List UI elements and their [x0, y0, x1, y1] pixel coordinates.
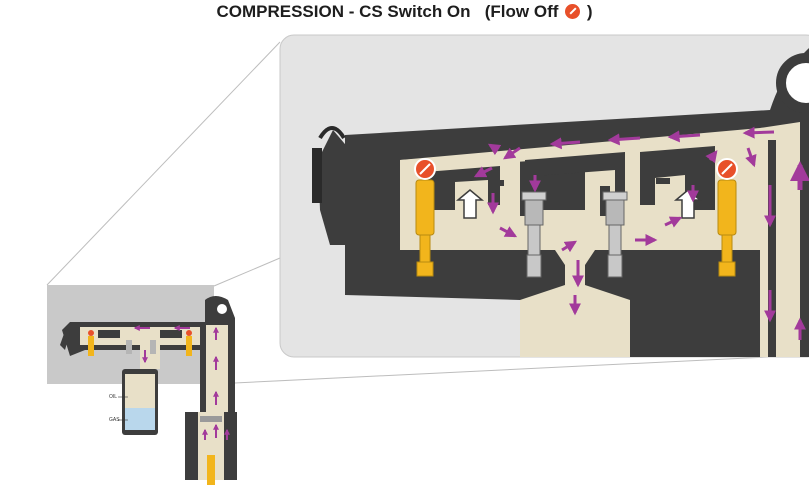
right-adjuster [716, 158, 738, 277]
left-adjuster [414, 158, 436, 277]
right-needle-valve [602, 191, 628, 278]
left-needle-valve [521, 191, 547, 278]
gas-label: GAS [109, 417, 120, 423]
oil-label: OIL [109, 394, 118, 400]
page-title: COMPRESSION - CS Switch On (Flow Off ) [0, 0, 809, 24]
title-prefix: COMPRESSION - CS Switch On [216, 2, 471, 21]
overview-shock [47, 285, 237, 485]
flow-off-icon [565, 4, 581, 19]
flow-arrows [473, 126, 809, 340]
zoom-line-bottom [213, 354, 809, 385]
zoom-detail [279, 34, 809, 358]
title-paren-close: ) [586, 2, 593, 21]
title-paren-open: (Flow Off [484, 2, 559, 21]
zoom-line-top [46, 41, 281, 286]
zoom-line-mid [213, 257, 281, 287]
